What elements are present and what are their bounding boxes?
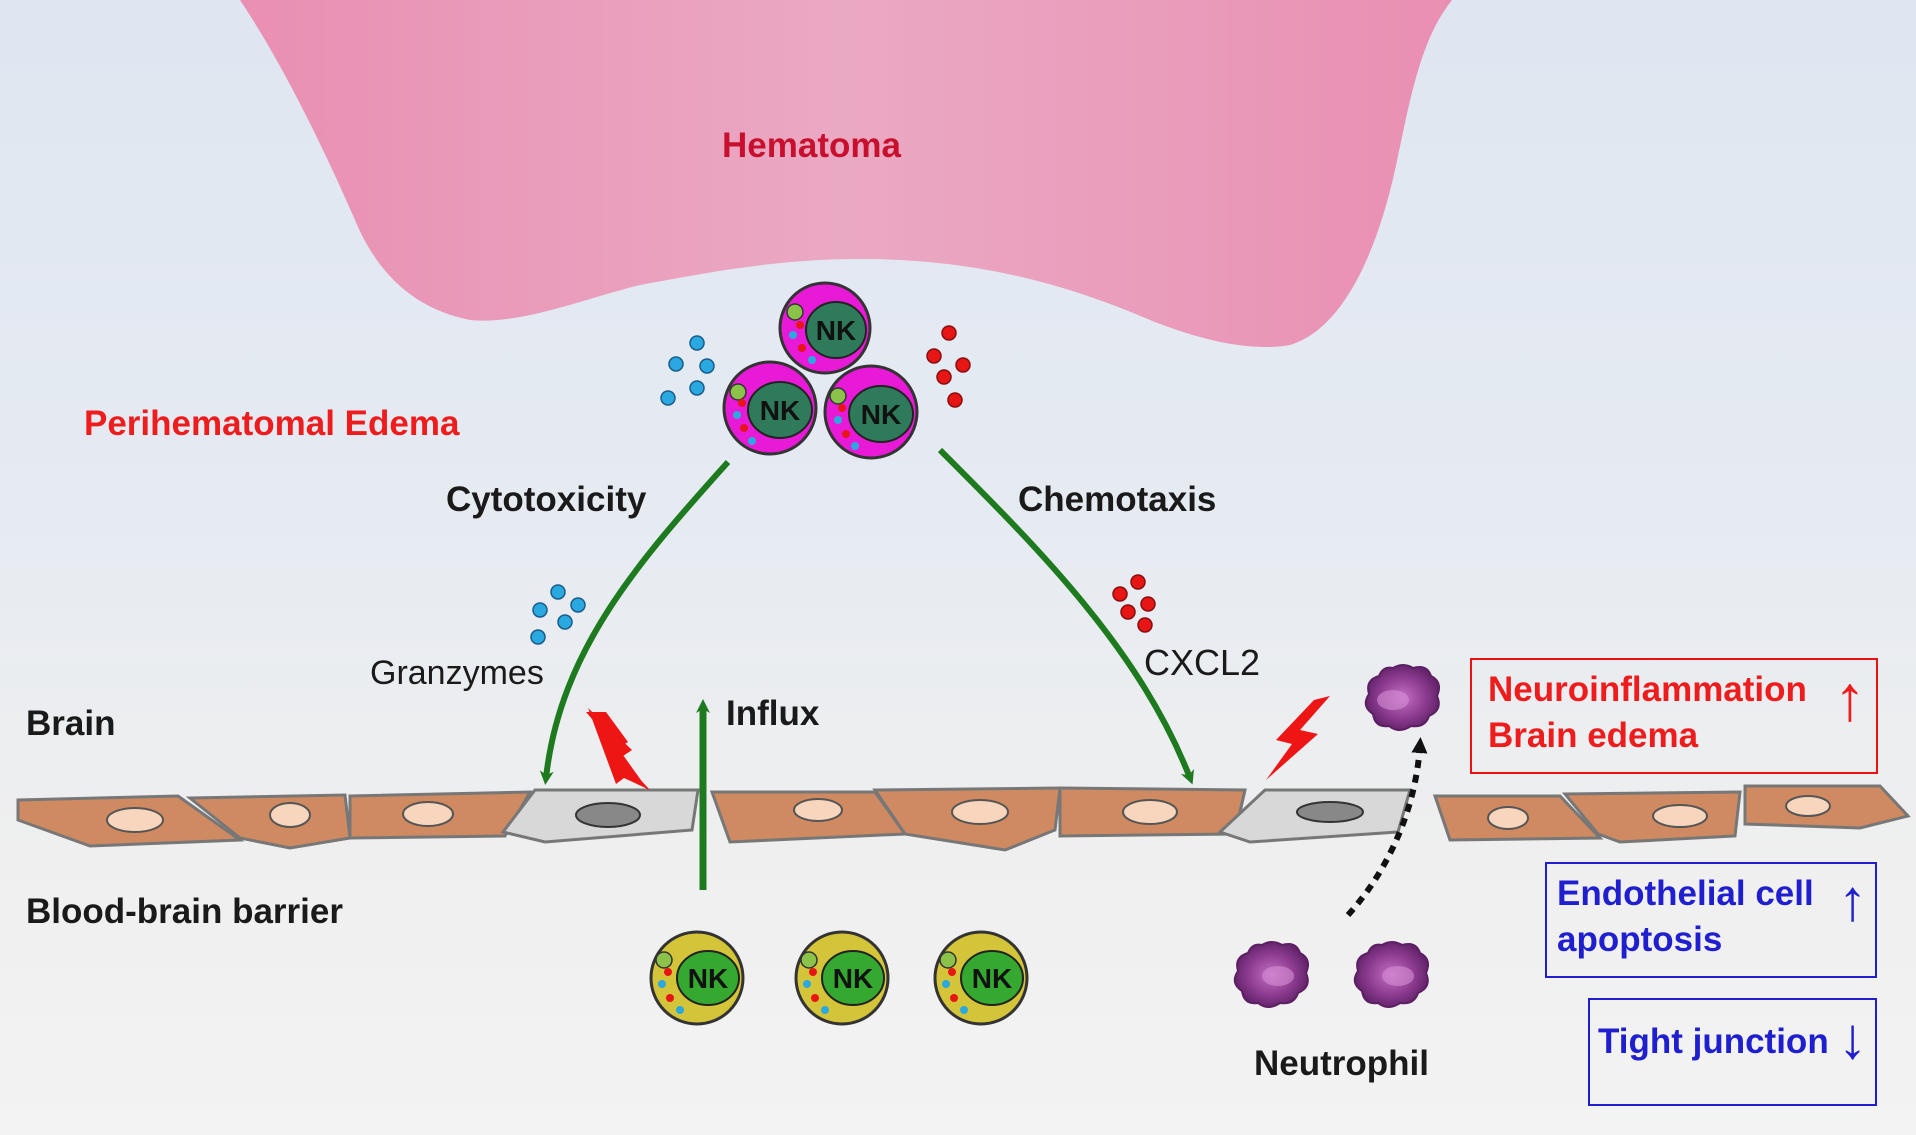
nk-label: NK xyxy=(972,963,1012,994)
nk-cell-active xyxy=(778,281,872,375)
nk-cell-resting xyxy=(794,930,890,1026)
granzyme-dots-top xyxy=(660,335,715,406)
neuroinflammation-text: Neuroinflammation xyxy=(1488,670,1807,709)
cxcl2-dots-top xyxy=(926,325,971,408)
neutrophil-cell xyxy=(1353,941,1429,1008)
neutrophil-cell xyxy=(1233,941,1309,1008)
chemotaxis-label: Chemotaxis xyxy=(1018,480,1217,519)
up-arrow-icon: ↑ xyxy=(1838,868,1867,933)
nk-cell-resting xyxy=(933,930,1029,1026)
down-arrow-icon: ↓ xyxy=(1838,1006,1867,1071)
cxcl2-label: CXCL2 xyxy=(1144,642,1261,683)
nk-cell-resting xyxy=(649,930,745,1026)
neuroinflammation-box: Neuroinflammation Brain edema ↑ xyxy=(1470,658,1878,774)
cytotoxicity-arrow xyxy=(539,459,731,785)
lightning-icon xyxy=(1266,696,1330,780)
dotted-arrow-icon xyxy=(1345,737,1428,918)
cxcl2-dots-mid xyxy=(1112,574,1156,633)
endothelial-text-line2: apoptosis xyxy=(1557,920,1723,959)
bbb-label: Blood-brain barrier xyxy=(26,892,343,931)
nk-cell-active xyxy=(722,360,818,456)
brain-label: Brain xyxy=(26,704,116,743)
nk-label: NK xyxy=(833,963,873,994)
nk-cell-active xyxy=(823,364,919,460)
brain-edema-text: Brain edema xyxy=(1488,716,1699,755)
endothelial-cell xyxy=(185,793,352,850)
endothelial-apoptosis-box: Endothelial cell apoptosis ↑ xyxy=(1545,862,1877,978)
chemotaxis-arrow xyxy=(937,447,1194,785)
hematoma-region xyxy=(240,0,1452,348)
endothelial-text-line1: Endothelial cell xyxy=(1557,874,1814,913)
nk-label: NK xyxy=(760,395,800,426)
influx-label: Influx xyxy=(726,694,820,733)
neutrophil-cell xyxy=(1364,664,1440,731)
lightning-icon xyxy=(586,708,650,790)
nk-label: NK xyxy=(816,315,856,346)
hematoma-label: Hematoma xyxy=(722,126,901,165)
cytotoxicity-label: Cytotoxicity xyxy=(446,480,647,519)
up-arrow-icon: ↑ xyxy=(1834,662,1866,734)
nk-label: NK xyxy=(688,963,728,994)
tight-junction-text: Tight junction xyxy=(1598,1022,1829,1061)
endothelial-layer xyxy=(16,784,1911,852)
nk-label: NK xyxy=(861,399,901,430)
granzymes-label: Granzymes xyxy=(370,654,544,692)
perihematomal-edema-label: Perihematomal Edema xyxy=(84,404,460,443)
granzyme-dots-mid xyxy=(530,584,586,645)
tight-junction-box: Tight junction ↓ xyxy=(1588,998,1877,1106)
neutrophil-label: Neutrophil xyxy=(1254,1044,1429,1083)
